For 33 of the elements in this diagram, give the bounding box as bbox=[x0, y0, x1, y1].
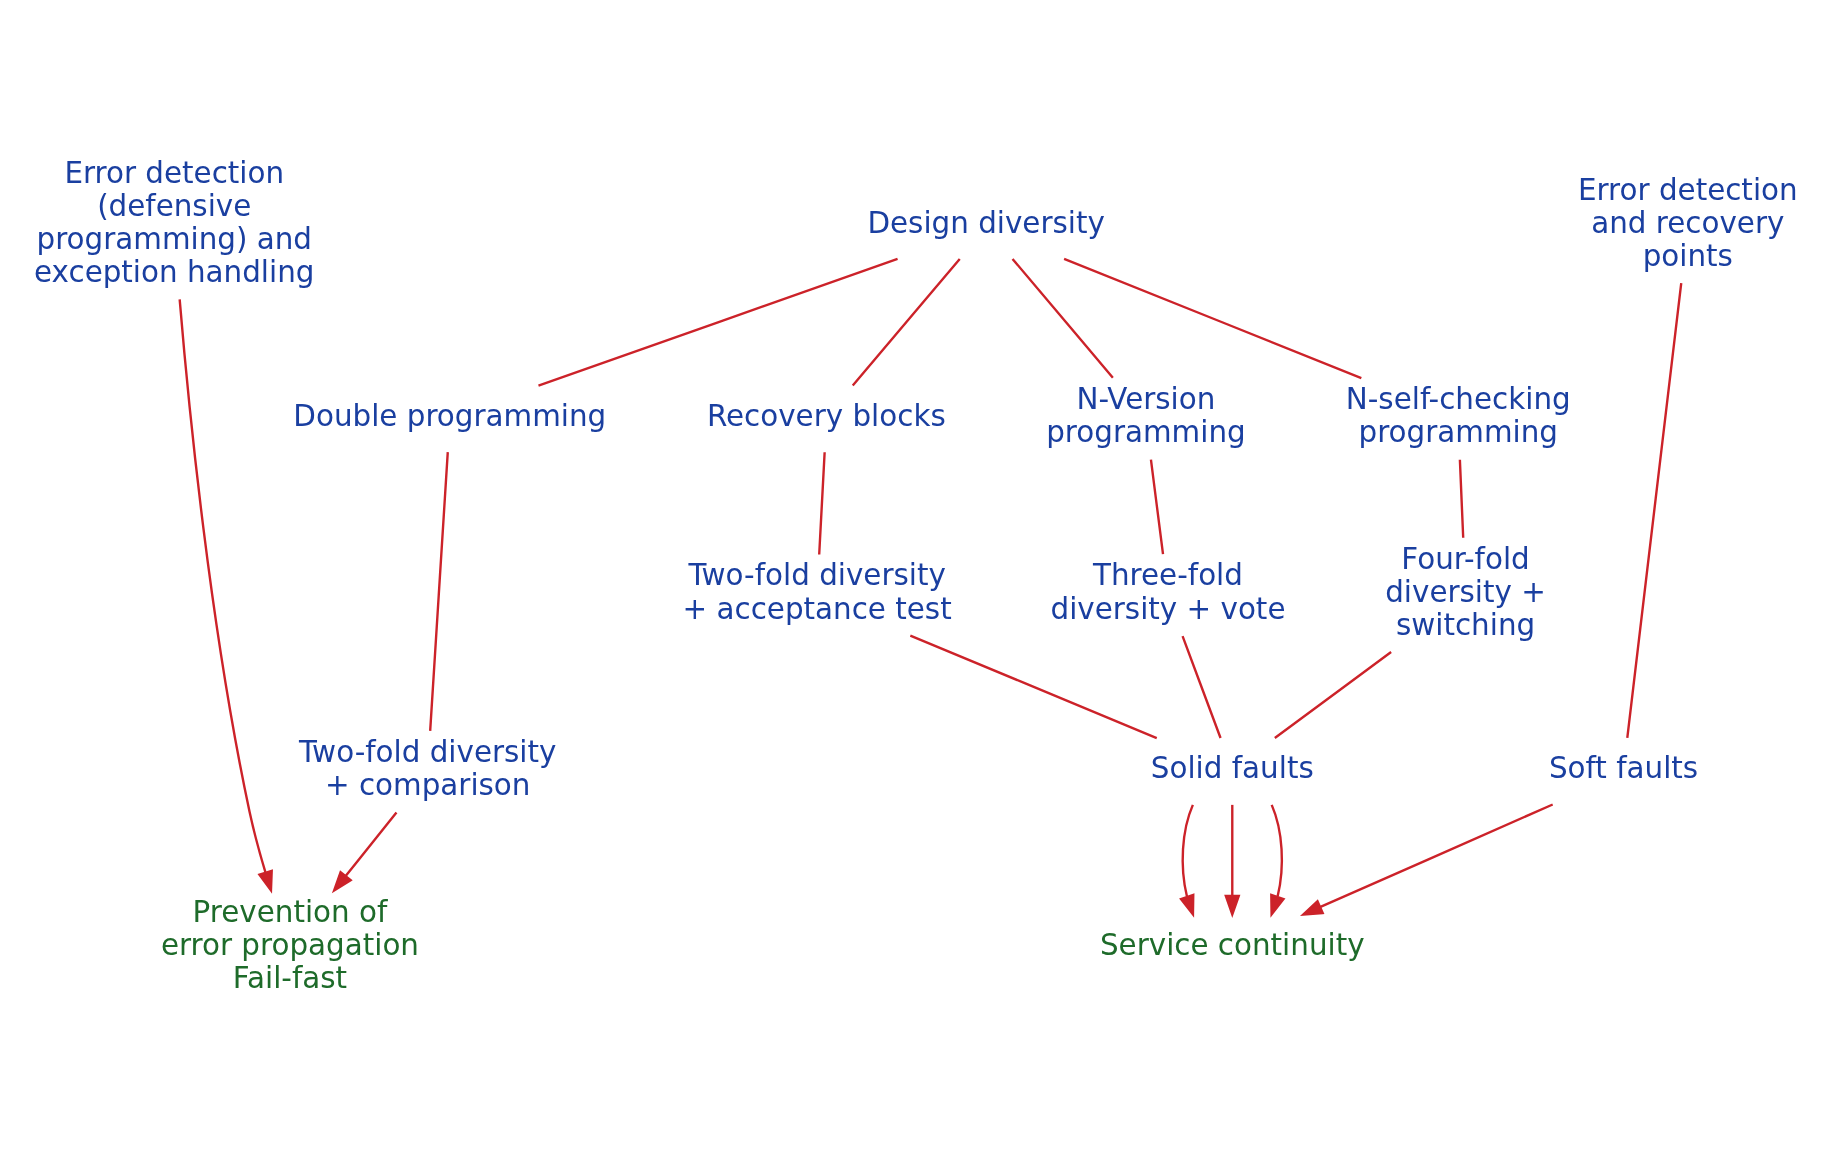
node-text: Three-fold diversity + vote bbox=[1050, 557, 1286, 626]
connector bbox=[1011, 257, 1114, 378]
connector bbox=[1063, 257, 1362, 379]
connector bbox=[1181, 635, 1222, 738]
arrow bbox=[1299, 802, 1554, 916]
node-text: Error detection (defensive programming) and exception handling bbox=[34, 155, 315, 289]
arrow bbox=[1270, 803, 1286, 918]
node-text: Recovery blocks bbox=[706, 398, 946, 433]
node-text: Two-fold diversity + comparison bbox=[299, 734, 557, 802]
arrow bbox=[1224, 804, 1241, 918]
arrow bbox=[331, 811, 398, 893]
connector bbox=[1149, 459, 1165, 554]
node-text: Soft faults bbox=[1548, 750, 1699, 785]
connector bbox=[1458, 459, 1465, 538]
node-text: N-Version programming bbox=[1046, 381, 1246, 449]
node-text: Design diversity bbox=[867, 205, 1105, 240]
arrow bbox=[178, 298, 273, 894]
connector bbox=[909, 634, 1158, 739]
node-text: Prevention of error propagation Fail-fast bbox=[160, 894, 420, 995]
connector bbox=[818, 451, 826, 555]
node-text: Two-fold diversity + acceptance test bbox=[682, 557, 952, 626]
node-text: Service continuity bbox=[1099, 927, 1365, 962]
node-text: Four-fold diversity + switching bbox=[1385, 541, 1546, 642]
connector bbox=[538, 257, 898, 387]
node-text: Double programming bbox=[293, 398, 607, 433]
node-text: Error detection and recovery points bbox=[1577, 172, 1798, 273]
connector bbox=[428, 451, 449, 731]
connector bbox=[1626, 282, 1683, 738]
arrow bbox=[1179, 803, 1195, 918]
node-text: N-self-checking programming bbox=[1345, 381, 1571, 449]
connector bbox=[1274, 650, 1392, 739]
connector bbox=[851, 257, 961, 386]
node-text: Solid faults bbox=[1150, 750, 1314, 785]
